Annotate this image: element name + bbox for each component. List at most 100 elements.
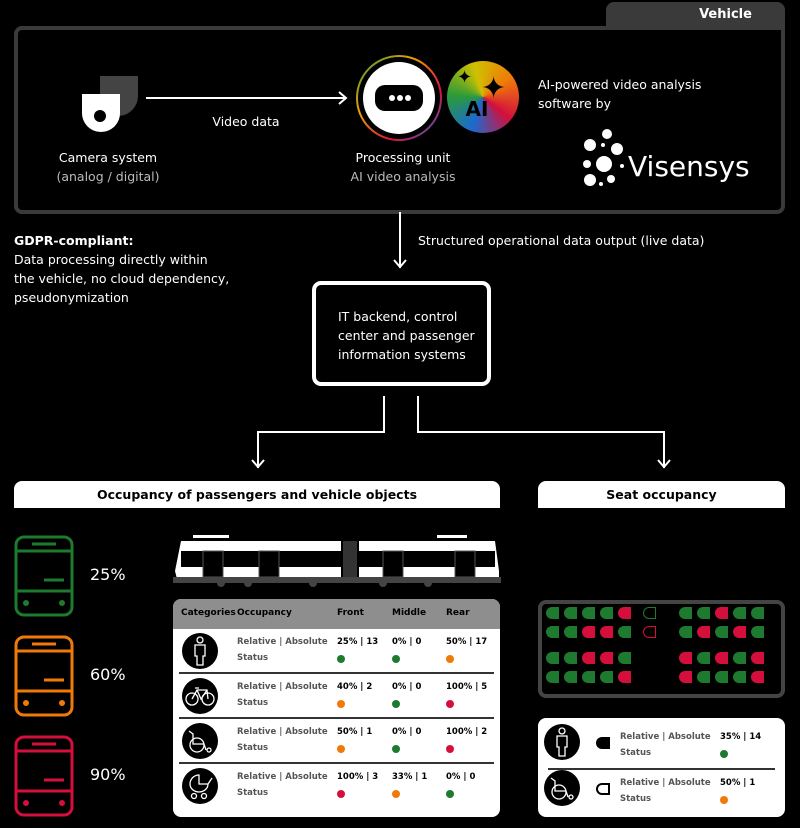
status-dot xyxy=(392,745,400,753)
status-dot xyxy=(392,790,400,798)
occupancy-value: 100% | 2 xyxy=(446,727,488,737)
legend-label: Relative | Absolute xyxy=(620,732,711,742)
legend-label: Status xyxy=(620,794,652,804)
accessible-seat-icon xyxy=(596,783,610,795)
seat xyxy=(733,626,746,638)
bus-occupancy-icon xyxy=(14,635,74,717)
header-categories: Categories xyxy=(181,608,236,618)
regular-seat-icon xyxy=(596,737,610,749)
seat xyxy=(751,607,764,619)
vehicle-tab: Vehicle xyxy=(606,2,785,30)
status-dot xyxy=(720,750,728,758)
bus-occupancy-percent: 90% xyxy=(90,765,126,784)
seat xyxy=(582,607,595,619)
seat xyxy=(600,671,613,683)
sparkle-icon: ✦ xyxy=(481,71,507,106)
sparkle-icon: ✦ xyxy=(457,67,473,88)
split-arrows xyxy=(251,396,671,469)
seat xyxy=(600,652,613,664)
occupancy-value: 50% | 1 xyxy=(337,727,373,737)
occupancy-value: 100% | 3 xyxy=(337,772,379,782)
backend-line: IT backend, control xyxy=(338,309,458,324)
processing-subtitle: AI video analysis xyxy=(350,169,456,184)
status-dot xyxy=(392,700,400,708)
occupancy-value: 33% | 1 xyxy=(392,772,428,782)
legend-label: Status xyxy=(620,748,652,758)
seat xyxy=(679,671,692,683)
seat xyxy=(546,652,559,664)
occupancy-value: 25% | 13 xyxy=(337,637,379,647)
status-dot xyxy=(337,790,345,798)
seat xyxy=(582,652,595,664)
processing-title: Processing unit xyxy=(355,150,451,165)
visensys-logo-dots xyxy=(583,129,624,186)
occupancy-header: Occupancy of passengers and vehicle obje… xyxy=(14,481,500,508)
camera-title: Camera system xyxy=(58,150,158,165)
header-middle: Middle xyxy=(392,608,427,618)
seat xyxy=(582,671,595,683)
backend-box: IT backend, control center and passenger… xyxy=(312,281,491,386)
seat xyxy=(618,626,631,638)
seat xyxy=(697,607,710,619)
camera-subtitle: (analog / digital) xyxy=(56,169,160,184)
video-data-label: Video data xyxy=(212,114,280,129)
seat xyxy=(546,626,559,638)
output-label: Structured operational data output (live… xyxy=(418,233,705,248)
occupancy-value: 40% | 2 xyxy=(337,682,373,692)
gdpr-line: the vehicle, no cloud dependency, xyxy=(14,271,230,286)
row-label: Status xyxy=(237,698,269,708)
accessible-seat xyxy=(643,626,656,638)
occupancy-value: 50% | 17 xyxy=(446,637,488,647)
seat xyxy=(679,626,692,638)
seat-legend: Relative | Absolute Status 35% | 14 Rela… xyxy=(538,718,785,817)
seat xyxy=(600,607,613,619)
seat xyxy=(715,626,728,638)
seat xyxy=(618,607,631,619)
status-dot xyxy=(446,745,454,753)
seat xyxy=(733,671,746,683)
status-dot xyxy=(392,655,400,663)
visensys-logo-text: Visensys xyxy=(628,150,750,183)
camera-icon xyxy=(81,76,138,133)
seat-map xyxy=(538,600,785,698)
tram-icon xyxy=(173,535,501,587)
header-rear: Rear xyxy=(446,608,470,618)
seat xyxy=(618,652,631,664)
ai-icon: AI ✦ ✦ xyxy=(447,61,519,133)
gdpr-line: pseudonymization xyxy=(14,290,129,305)
header-front: Front xyxy=(337,608,364,618)
row-label: Relative | Absolute xyxy=(237,637,328,647)
table-header: Categories Occupancy Front Middle Rear xyxy=(173,599,500,629)
row-label: Relative | Absolute xyxy=(237,772,328,782)
row-label: Relative | Absolute xyxy=(237,727,328,737)
arrow-down-icon xyxy=(393,259,407,269)
accessible-seat xyxy=(643,607,656,619)
seat xyxy=(564,607,577,619)
seat xyxy=(618,671,631,683)
occupancy-value: 0% | 0 xyxy=(392,682,422,692)
person-icon xyxy=(182,633,218,669)
seat xyxy=(751,626,764,638)
ai-software-line2: software by xyxy=(538,96,611,111)
seat xyxy=(733,652,746,664)
seat xyxy=(582,626,595,638)
header-occupancy: Occupancy xyxy=(237,608,292,618)
seat-occupancy-header: Seat occupancy xyxy=(538,481,785,508)
seat xyxy=(546,671,559,683)
seat xyxy=(715,607,728,619)
seat xyxy=(733,607,746,619)
occupancy-value: 100% | 5 xyxy=(446,682,488,692)
row-label: Status xyxy=(237,743,269,753)
seat xyxy=(715,671,728,683)
seat xyxy=(564,671,577,683)
status-dot xyxy=(446,700,454,708)
divider xyxy=(548,768,775,770)
seat xyxy=(564,652,577,664)
seat xyxy=(751,671,764,683)
legend-value: 35% | 14 xyxy=(720,732,762,742)
video-arrow xyxy=(146,91,348,105)
status-dot xyxy=(446,790,454,798)
